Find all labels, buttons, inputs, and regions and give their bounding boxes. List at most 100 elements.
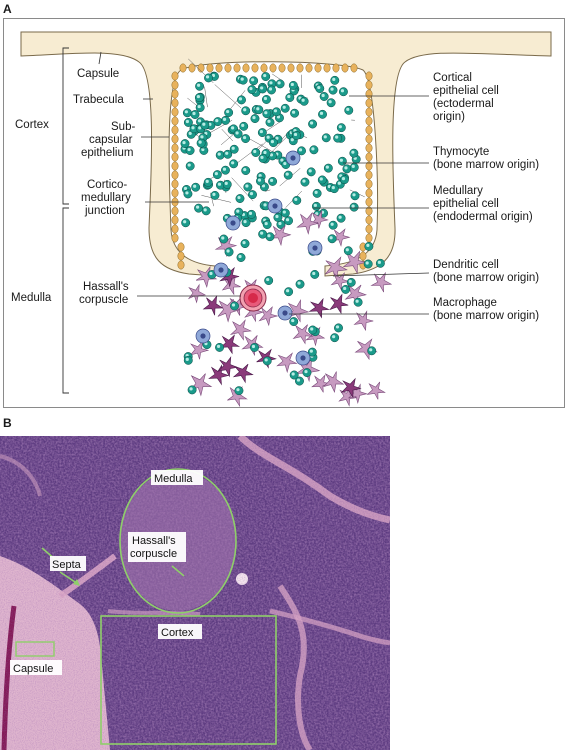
medullary-epithelial-cell <box>322 371 345 393</box>
medullary-epithelial-cell <box>189 373 213 397</box>
medullary-epithelial-cell <box>354 338 378 361</box>
subcapsular-epithelium <box>171 63 373 270</box>
corticomedullary-label-2: medullary <box>81 192 131 204</box>
epithelial-bead <box>305 63 313 73</box>
epithelial-bead <box>323 63 331 73</box>
medullary-epithelial-cell <box>331 228 351 247</box>
epithelial-bead <box>171 179 179 189</box>
hassals-label-1: Hassall's <box>83 281 129 293</box>
medullary-epithelial-cell <box>342 250 367 275</box>
epithelial-bead <box>177 242 185 252</box>
epithelial-bead <box>287 63 295 73</box>
epithelial-bead <box>188 63 196 73</box>
epithelial-bead <box>177 260 185 270</box>
epithelial-network-line <box>214 84 242 109</box>
macrophage-label-2: (bone marrow origin) <box>433 310 539 322</box>
dendritic-leader <box>332 272 430 277</box>
epithelial-bead <box>242 63 250 73</box>
epithelial-bead <box>365 161 373 171</box>
hassals-label-2: corpuscle <box>79 294 128 306</box>
trabecula-label: Trabecula <box>73 94 124 106</box>
epithelial-bead <box>171 170 179 180</box>
capsule-micro-label: Capsule <box>13 663 53 675</box>
epithelial-bead <box>365 206 373 216</box>
epithelial-bead <box>171 134 179 144</box>
epithelial-bead <box>365 215 373 225</box>
epithelial-bead <box>177 251 185 261</box>
epithelial-bead <box>171 80 179 90</box>
medullary-epithelial-cell <box>229 319 252 341</box>
epithelial-bead <box>296 63 304 73</box>
epithelial-network-line <box>221 128 234 142</box>
macrophage-label-1: Macrophage <box>433 297 497 309</box>
medullary-epithelial-cell <box>195 265 218 289</box>
subcapsular-label-2: capsular <box>89 134 133 146</box>
epithelial-network-line <box>248 137 272 152</box>
medullary-epithelial-cell <box>292 324 314 345</box>
epithelial-bead <box>314 63 322 73</box>
epithelial-network-line <box>265 189 271 192</box>
medullary-epithelial-cell <box>221 275 241 296</box>
dendritic-cell <box>219 334 241 355</box>
medullary-epithelial-label-2: epithelial cell <box>433 198 499 210</box>
medulla-bracket <box>62 207 69 394</box>
medullary-epithelial-label-1: Medullary <box>433 185 483 197</box>
cortex-cells <box>180 58 365 231</box>
cortical-epithelial-label-4: origin) <box>433 111 465 123</box>
epithelial-bead <box>365 134 373 144</box>
hassals-corpuscle <box>239 284 267 312</box>
epithelial-bead <box>179 63 187 73</box>
epithelial-bead <box>171 98 179 108</box>
epithelial-bead <box>171 152 179 162</box>
dendritic-cell <box>340 377 362 399</box>
epithelial-bead <box>332 63 340 73</box>
dendritic-cell <box>217 356 239 378</box>
epithelial-bead <box>171 206 179 216</box>
epithelial-bead <box>260 63 268 73</box>
epithelial-bead <box>359 251 367 261</box>
epithelial-bead <box>365 98 373 108</box>
subcapsular-label-3: epithelium <box>81 147 133 159</box>
thymocyte-label-2: (bone marrow origin) <box>433 159 539 171</box>
micrograph-svg: Medulla Hassall's corpuscle Septa Cortex… <box>0 436 390 750</box>
epithelial-network-line <box>204 86 208 108</box>
thymocyte-label-1: Thymocyte <box>433 146 489 158</box>
medullary-epithelial-cell <box>296 213 320 235</box>
dendritic-label-2: (bone marrow origin) <box>433 272 539 284</box>
epithelial-bead <box>350 63 358 73</box>
hassals-micro-label-1: Hassall's <box>132 535 176 547</box>
epithelial-bead <box>171 188 179 198</box>
epithelial-bead <box>215 63 223 73</box>
thymus-diagram: Capsule Trabecula Cortex Sub- capsular e… <box>11 31 552 408</box>
epithelial-network-line <box>237 143 263 163</box>
epithelial-bead <box>171 215 179 225</box>
epithelial-bead <box>365 143 373 153</box>
epithelial-bead <box>171 125 179 135</box>
epithelial-bead <box>341 63 349 73</box>
dendritic-cell <box>202 295 224 316</box>
dendritic-cell <box>308 297 331 319</box>
epithelial-bead <box>278 63 286 73</box>
cortex-outline <box>100 615 277 745</box>
capsule-outline <box>15 641 55 657</box>
medullary-epithelial-cell <box>187 283 207 304</box>
epithelial-bead <box>365 170 373 180</box>
epithelial-bead <box>171 116 179 126</box>
epithelial-bead <box>171 107 179 117</box>
medullary-epithelial-cell <box>310 209 329 229</box>
corticomedullary-label-1: Cortico- <box>87 179 127 191</box>
septa-micro-label: Septa <box>52 559 82 571</box>
epithelial-bead <box>365 224 373 234</box>
epithelial-bead <box>365 116 373 126</box>
histology-micrograph: Medulla Hassall's corpuscle Septa Cortex… <box>0 436 390 750</box>
dendritic-label-1: Dendritic cell <box>433 259 499 271</box>
cortex-label: Cortex <box>15 119 49 131</box>
cortex-micro-label: Cortex <box>161 627 194 639</box>
corticomedullary-label-3: junction <box>84 205 125 217</box>
medulla-label: Medulla <box>11 292 52 304</box>
epithelial-bead <box>233 63 241 73</box>
epithelial-bead <box>171 233 179 243</box>
dendritic-cell <box>232 363 254 384</box>
subcapsular-label-1: Sub- <box>111 121 135 133</box>
epithelial-bead <box>365 71 373 81</box>
